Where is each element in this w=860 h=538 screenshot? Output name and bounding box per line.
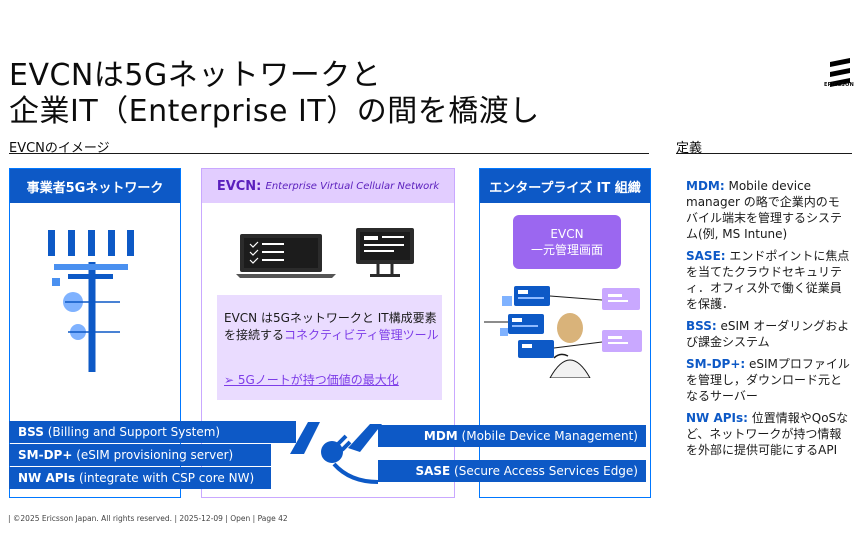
definition-nw-apis-desc: 位置情報やQoSなど、ネットワークが持つ情報を外部に提供可能にするAPI [686,411,849,457]
evcn-title-rest: Enterprise Virtual Cellular Network [265,180,440,192]
section-divider-left [9,153,649,154]
footer: | ©2025 Ericsson Japan. All rights reser… [8,514,288,523]
bss-band-term: BSS [18,425,44,439]
evcn-description-main: EVCN は5Gネットワークと IT構成要素を接続する [224,311,437,342]
definition-bss-desc: eSIM オーダリングおよび課金システム [686,319,850,349]
sase-band-desc: (Secure Access Services Edge) [450,464,638,478]
definition-nw-apis-term: NW APIs: [686,411,748,425]
network-column-title: 事業者5Gネットワーク [10,169,180,203]
ericsson-logo-icon [830,58,850,87]
sase-band: SASE (Secure Access Services Edge) [378,460,646,482]
definition-mdm: MDM: Mobile device manager の略で企業内のモバイル端末… [686,178,851,242]
definition-smdp-term: SM-DP+: [686,357,746,371]
logo-wordmark: ERICSSON [824,82,854,88]
definition-bss: BSS: eSIM オーダリングおよび課金システム [686,318,851,350]
evcn-card-line-2: 一元管理画面 [530,243,603,257]
definition-sase-term: SASE: [686,249,726,263]
enterprise-column: エンタープライズ IT 組織 [479,168,651,498]
enterprise-user-illustration [484,286,642,378]
definition-smdp: SM-DP+: eSIMプロファイルを管理し，ダウンロード元となるサーバー [686,356,851,404]
bss-band-desc: (Billing and Support System) [43,425,221,439]
sase-band-term: SASE [415,464,451,478]
evcn-description-box [217,295,442,400]
section-label-evcn-image: EVCNのイメージ [9,141,110,156]
definition-sase: SASE: エンドポイントに焦点を当てたクラウドセキュリティ．オフィス外で働く従… [686,248,851,312]
smdp-band-desc: (eSIM provisioning server) [72,448,234,462]
nw-apis-band: NW APIs (integrate with CSP core NW) [9,467,271,489]
section-label-definitions: 定義 [676,141,703,156]
antenna-tower-icon [48,230,134,372]
definition-bss-term: BSS: [686,319,717,333]
definition-mdm-desc: Mobile device manager の略で企業内のモバイル端末を管理する… [686,179,843,241]
value-maximization-link[interactable]: ➢ 5Gノートが持つ価値の最大化 [224,373,399,387]
definition-smdp-desc: eSIMプロファイルを管理し，ダウンロード元となるサーバー [686,357,850,403]
slide-title: EVCNは5Gネットワークと 企業IT（Enterprise IT）の間を橋渡し [9,58,649,130]
evcn-column: EVCN: Enterprise Virtual Cellular Networ… [201,168,455,498]
nw-apis-band-term: NW APIs [18,471,76,485]
enterprise-column-title: エンタープライズ IT 組織 [480,169,650,203]
mdm-band-term: MDM [423,429,458,443]
definition-nw-apis: NW APIs: 位置情報やQoSなど、ネットワークが持つ情報を外部に提供可能に… [686,410,851,458]
monitor-icon [356,228,414,277]
laptop-icon [236,234,336,278]
section-divider-right [676,153,852,154]
evcn-description-highlight: コネクティビティ管理ツール [284,328,439,342]
title-line-1: EVCNは5Gネットワークと [9,58,382,93]
evcn-title-prefix: EVCN: [216,178,262,194]
evcn-card-line-1: EVCN [550,227,584,241]
mdm-band-desc: (Mobile Device Management) [457,429,638,443]
evcn-console-card[interactable]: EVCN 一元管理画面 [513,215,621,269]
definition-sase-desc: エンドポイントに焦点を当てたクラウドセキュリティ．オフィス外で働く従業員を保護． [686,249,850,311]
evcn-description-text: EVCN は5Gネットワークと IT構成要素を接続するコネクティビティ管理ツール [224,310,440,344]
connector-plug-icon [290,422,382,484]
evcn-column-title: EVCN: Enterprise Virtual Cellular Networ… [202,169,454,203]
smdp-band: SM-DP+ (eSIM provisioning server) [9,444,271,466]
mdm-band: MDM (Mobile Device Management) [378,425,646,447]
title-line-2: 企業IT（Enterprise IT）の間を橋渡し [9,94,540,129]
nw-apis-band-desc: (integrate with CSP core NW) [75,471,255,485]
smdp-band-term: SM-DP+ [18,448,73,462]
network-column: 事業者5Gネットワーク [9,168,181,498]
bss-band: BSS (Billing and Support System) [9,421,296,443]
definition-mdm-term: MDM: [686,179,725,193]
